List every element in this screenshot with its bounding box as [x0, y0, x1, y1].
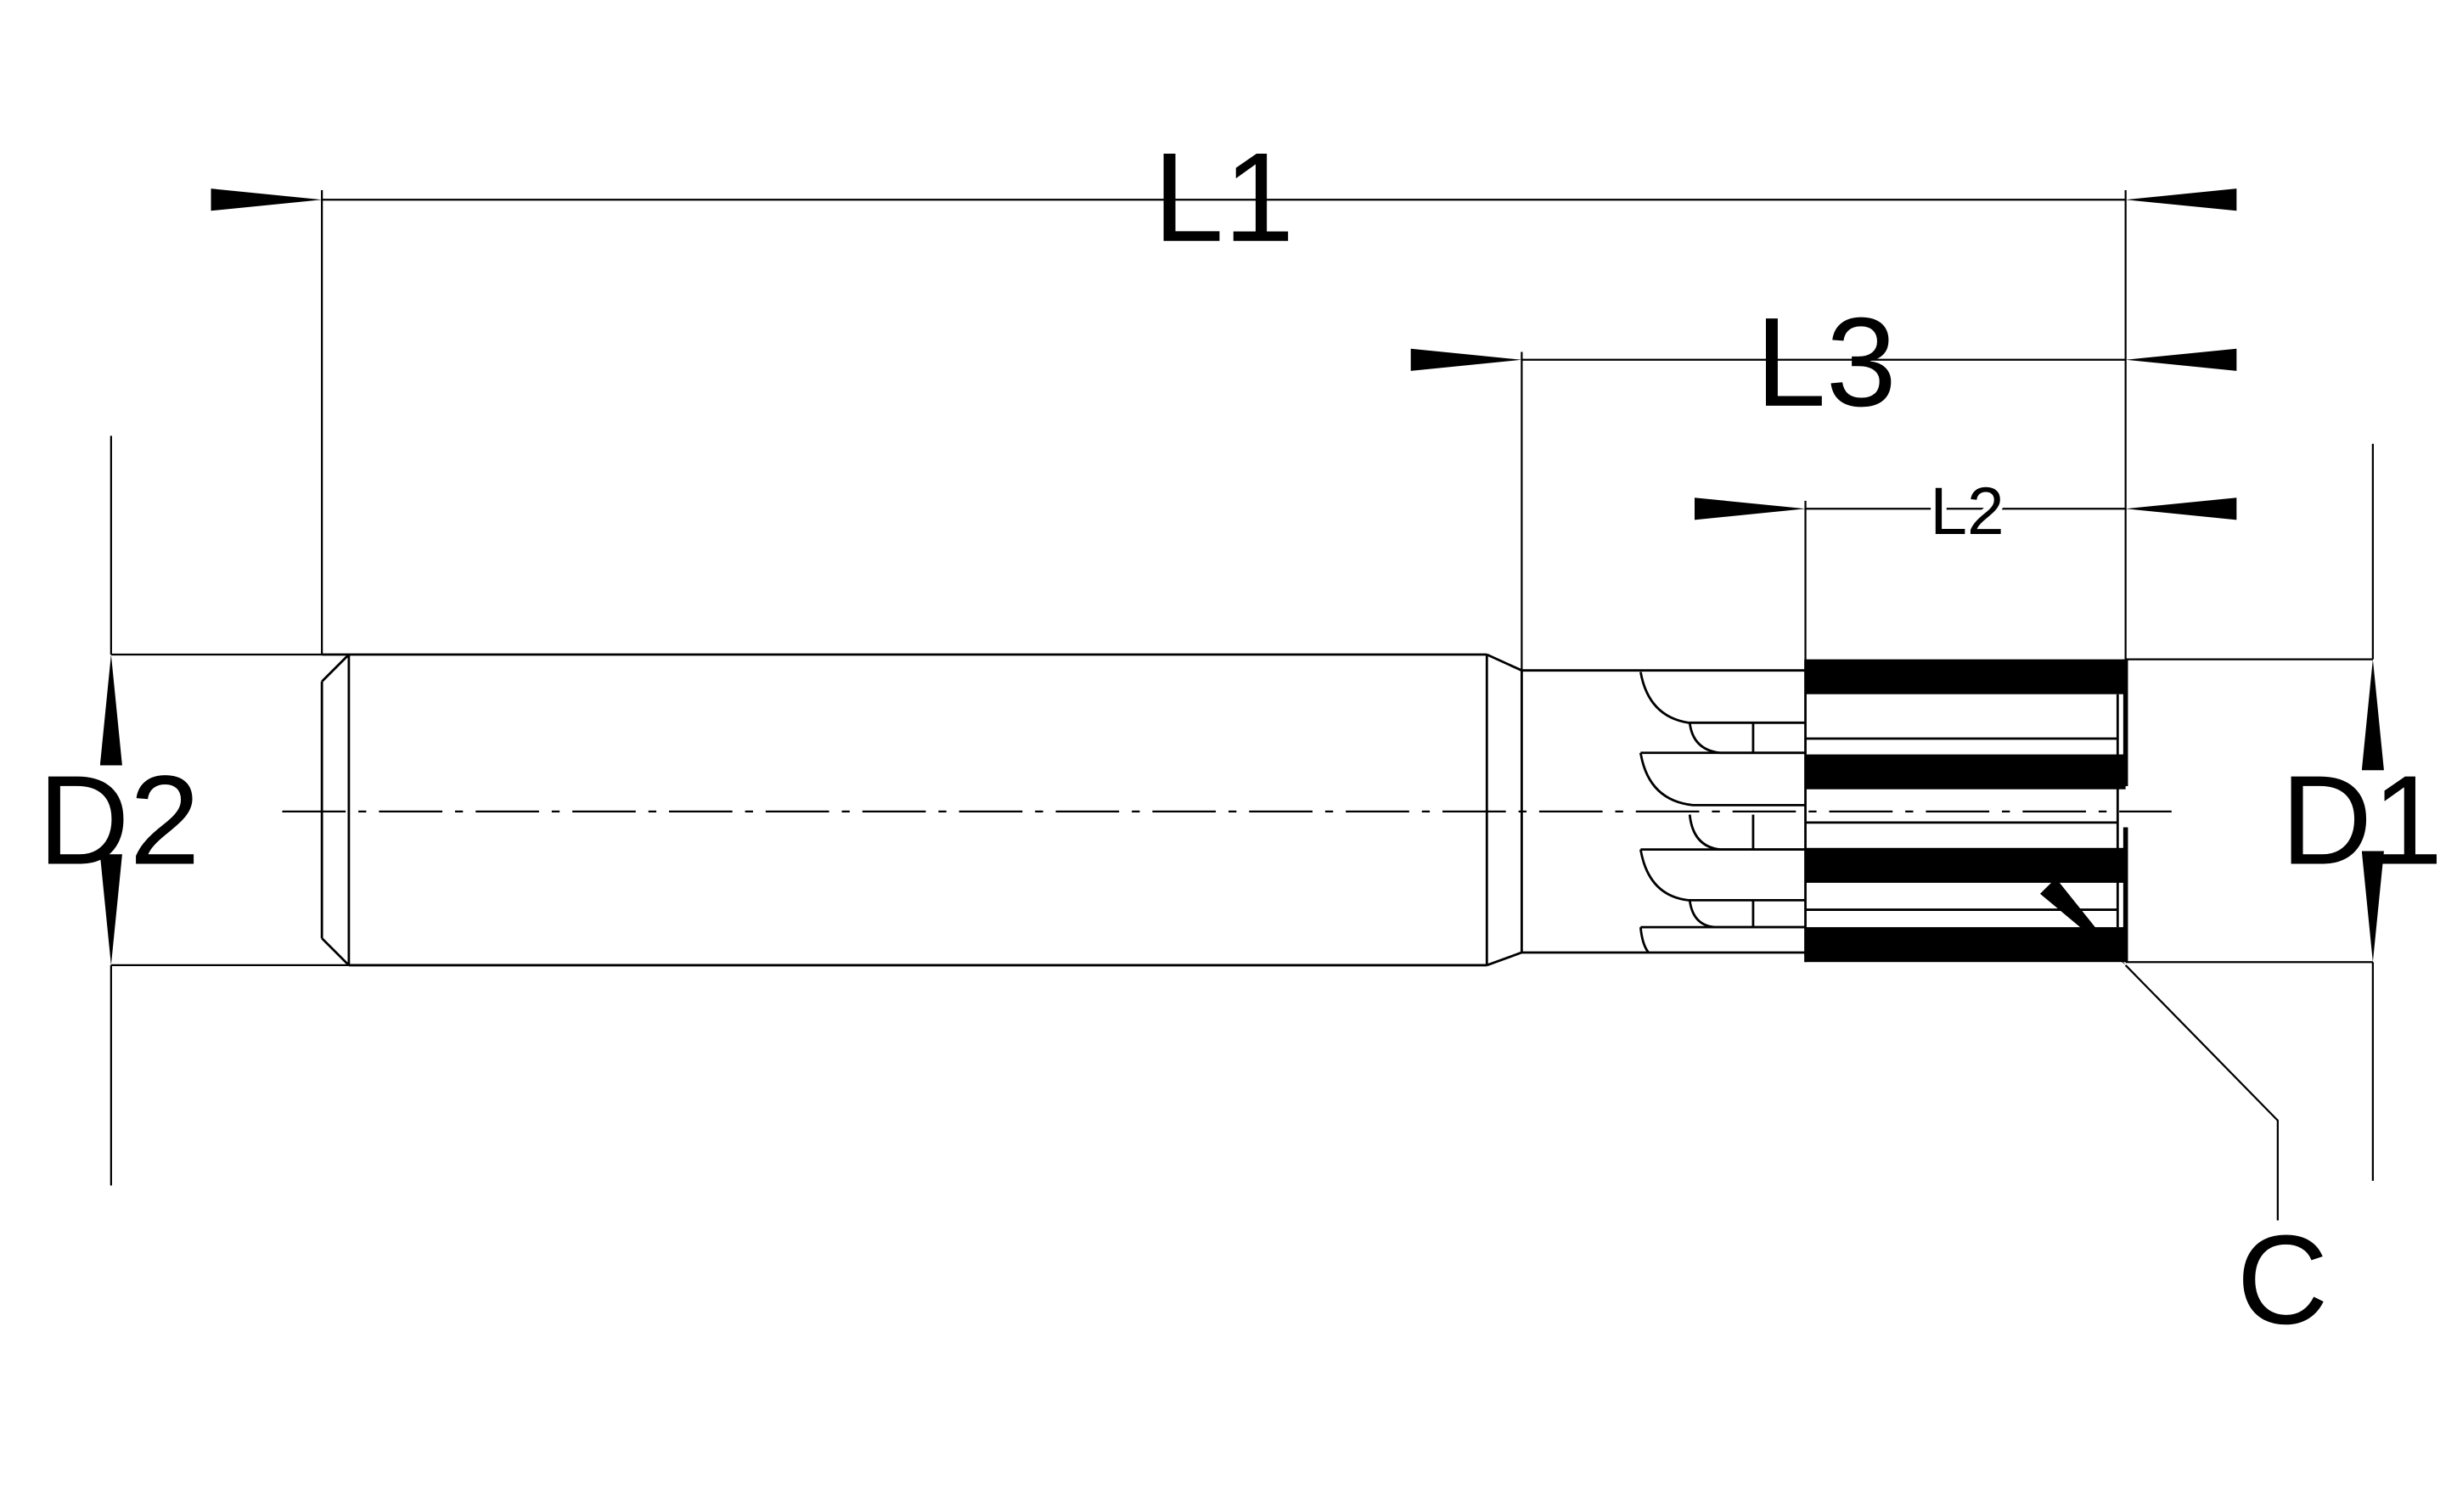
dimension-d1: D1	[2125, 443, 2443, 1181]
label-l2: L2	[1930, 474, 2004, 548]
dimension-d2: D2	[38, 436, 349, 1186]
shank	[320, 653, 1523, 967]
cutting-edge-section	[1804, 659, 2128, 963]
label-l3: L3	[1756, 291, 1897, 433]
dimension-c: C	[2039, 878, 2329, 1351]
label-l1: L1	[1153, 126, 1294, 268]
dimension-l3: L3	[1410, 291, 2237, 671]
dimension-l1: L1	[211, 126, 2237, 660]
label-d2: D2	[38, 749, 200, 891]
dimension-l2: L2	[1694, 469, 2237, 660]
label-d1: D1	[2280, 749, 2443, 891]
label-c: C	[2237, 1209, 2329, 1351]
neck	[1521, 669, 1806, 954]
